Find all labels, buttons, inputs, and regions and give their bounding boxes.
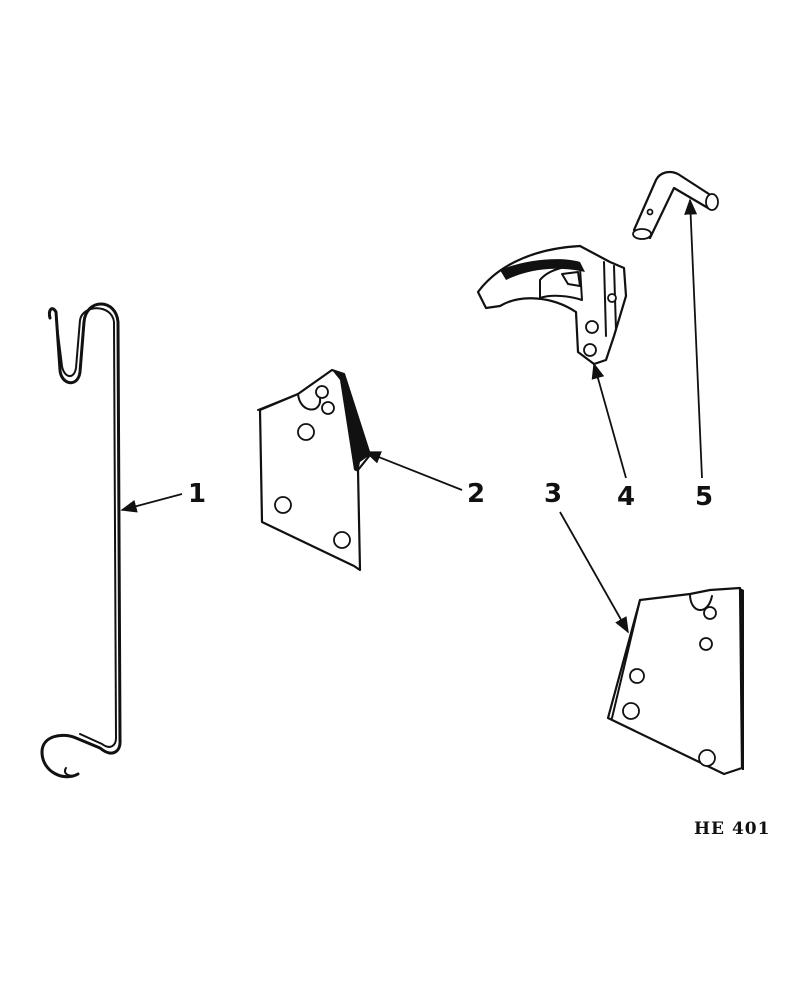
part-1-rod — [40, 302, 122, 779]
part-4-quadrant-bracket — [476, 244, 628, 366]
callout-5: 5 — [695, 482, 713, 512]
leader-4 — [591, 362, 627, 479]
callout-2: 2 — [467, 479, 485, 509]
part-5-pin — [632, 170, 719, 240]
part-3-plate — [606, 586, 744, 776]
part-2-plate — [257, 368, 372, 572]
callout-1: 1 — [188, 479, 206, 509]
leader-5 — [684, 198, 703, 479]
leader-3 — [559, 511, 629, 634]
callout-4: 4 — [617, 482, 635, 512]
reference-code: HE 401 — [694, 819, 770, 839]
callout-3: 3 — [544, 479, 562, 509]
leader-1 — [120, 493, 183, 513]
leader-2 — [364, 451, 463, 491]
